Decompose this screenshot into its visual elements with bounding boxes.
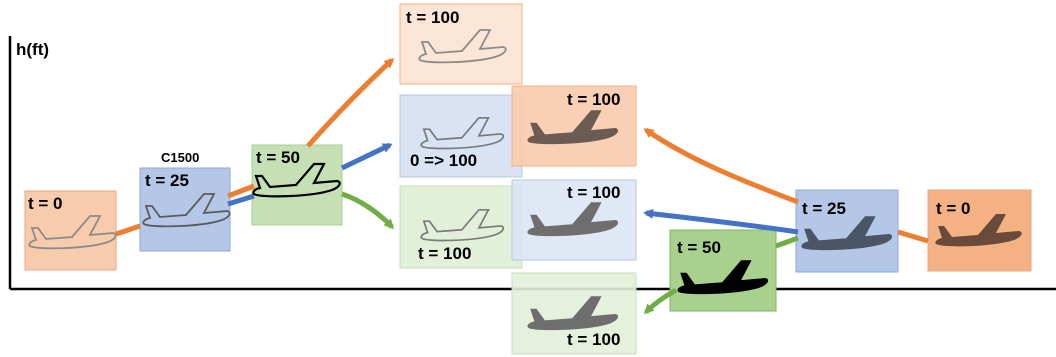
tag-left-t25: C1500 (161, 150, 200, 165)
arrow-left-t25-t50 (227, 193, 255, 207)
arrow-left-to-mid (340, 142, 393, 171)
label-left-mid: 0 => 100 (410, 151, 478, 170)
label-right-top: t = 100 (567, 90, 621, 109)
label-right-low: t = 100 (567, 330, 621, 349)
label-right-mid: t = 100 (567, 183, 621, 202)
box-right-t50 (669, 229, 777, 312)
arrow-left-to-low (341, 191, 395, 230)
label-right-t25: t = 25 (802, 199, 846, 218)
arrow-right-t25-t50 (775, 235, 799, 249)
label-left-top: t = 100 (406, 8, 460, 27)
label-left-low: t = 100 (418, 244, 472, 263)
box-right-t25 (795, 189, 899, 273)
arrow-right-to-top (643, 127, 799, 205)
label-left-t25: t = 25 (145, 171, 189, 190)
label-right-t0: t = 0 (936, 199, 971, 218)
arrow-right-to-low (643, 287, 678, 315)
box-left-top (399, 3, 523, 85)
label-left-t50: t = 50 (256, 148, 300, 167)
arrow-right-to-mid (643, 208, 799, 235)
label-right-t50: t = 50 (677, 238, 721, 257)
arrow-left-to-top (306, 57, 395, 148)
arrow-right-t0-t25 (897, 229, 929, 244)
y-axis-label: h(ft) (16, 40, 50, 59)
arrow-left-t0-t25 (115, 223, 141, 237)
label-left-t0: t = 0 (28, 194, 63, 213)
arrow-left-t25-t50b (227, 183, 255, 199)
